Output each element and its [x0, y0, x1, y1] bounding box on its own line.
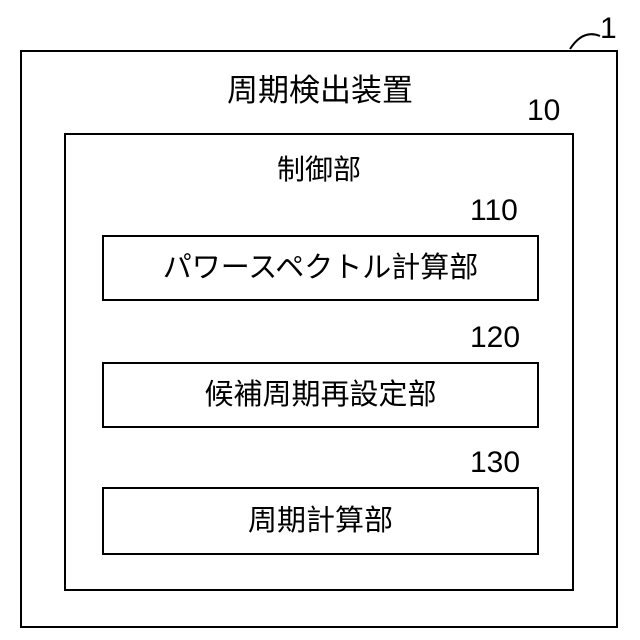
module-ref-130: 130 [470, 448, 520, 478]
device-ref: 1 [600, 14, 617, 44]
controller-ref: 10 [527, 96, 560, 126]
module-ref-120: 120 [470, 323, 520, 353]
module-label-110: パワースペクトル計算部 [102, 253, 539, 282]
leader-device [570, 34, 600, 49]
module-label-130: 周期計算部 [102, 506, 539, 535]
controller-title: 制御部 [64, 156, 574, 184]
module-ref-110: 110 [470, 196, 518, 226]
module-label-120: 候補周期再設定部 [102, 380, 539, 409]
